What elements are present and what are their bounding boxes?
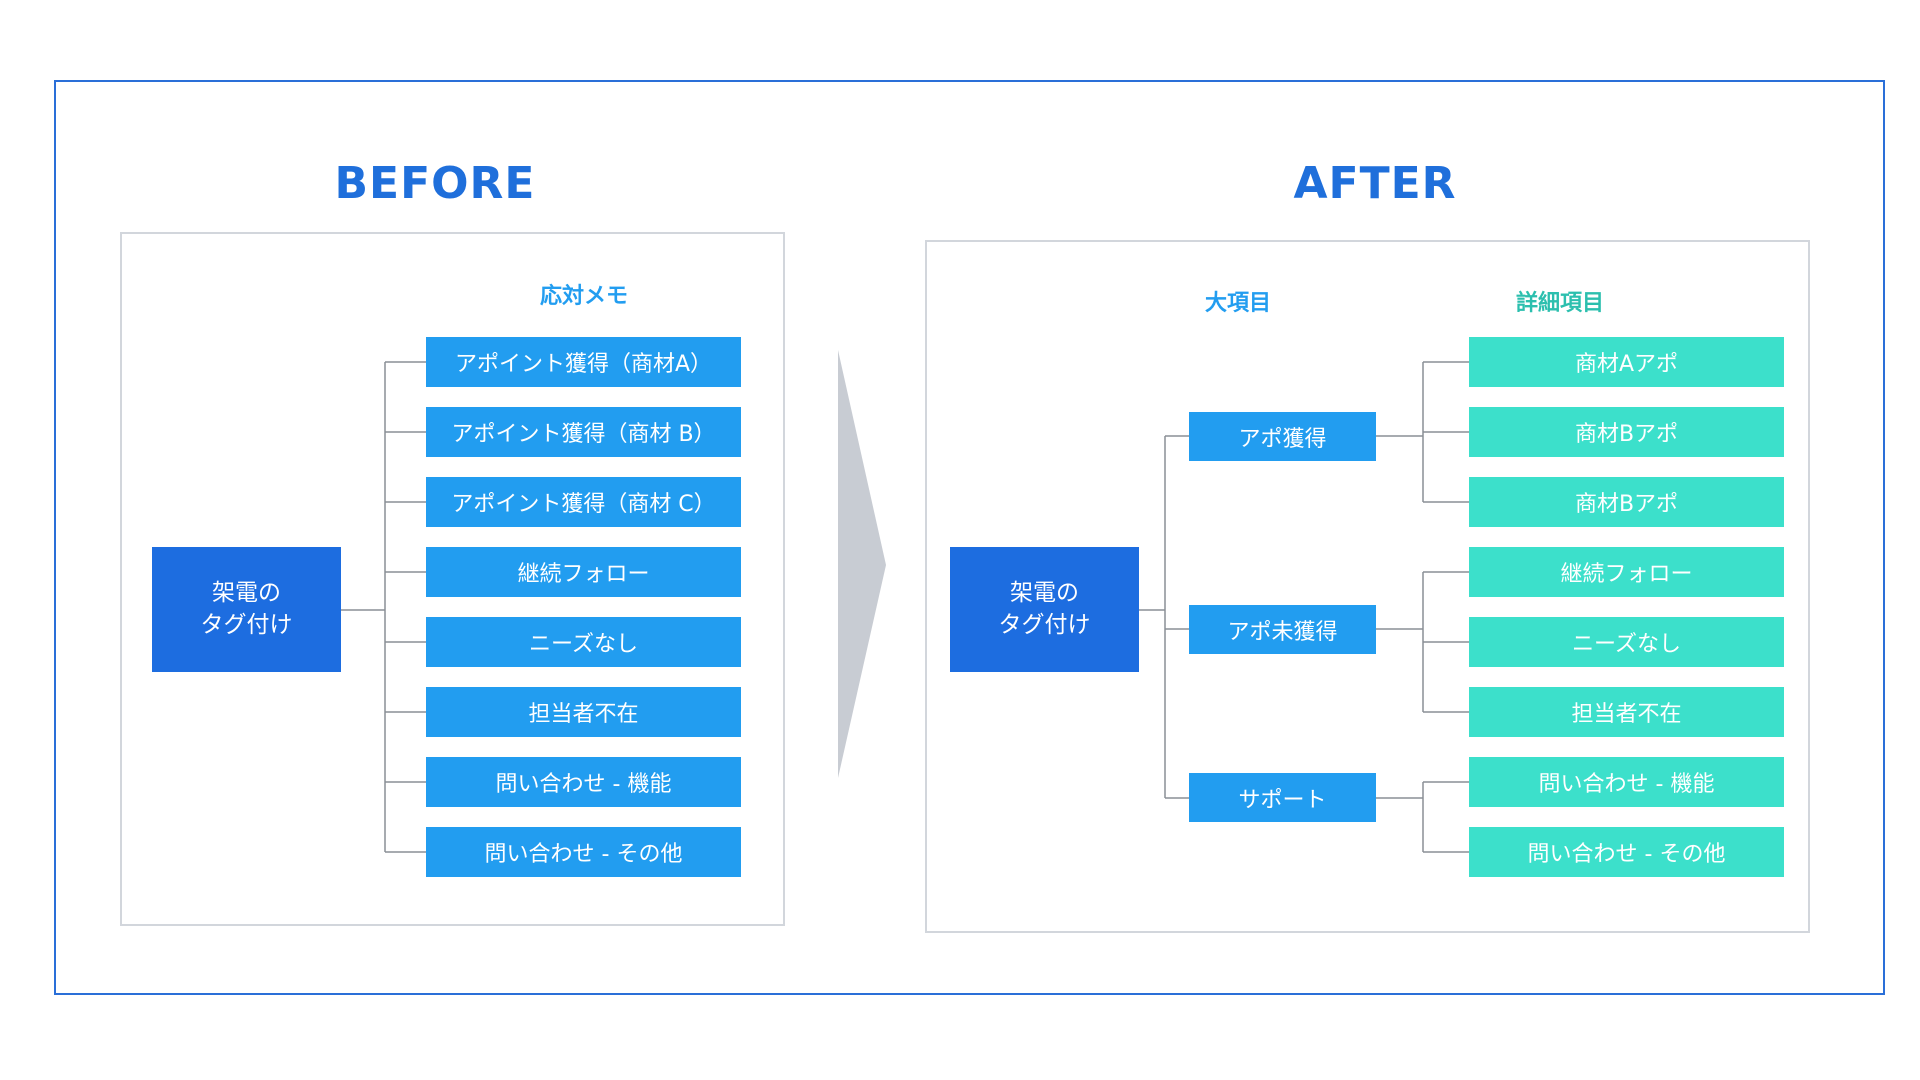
after-detail-5: ニーズなし: [1469, 617, 1784, 667]
after-root-line2: タグ付け: [998, 611, 1091, 638]
before-item-6: 担当者不在: [426, 687, 741, 737]
after-detail-2: 商材Bアポ: [1469, 407, 1784, 457]
before-item-2: アポイント獲得（商材 B）: [426, 407, 741, 457]
before-item-5: ニーズなし: [426, 617, 741, 667]
after-category-3: サポート: [1189, 773, 1376, 822]
before-item-7: 問い合わせ - 機能: [426, 757, 741, 807]
after-detail-4: 継続フォロー: [1469, 547, 1784, 597]
before-item-8: 問い合わせ - その他: [426, 827, 741, 877]
after-column-detail: 詳細項目: [1515, 291, 1604, 316]
before-root-line2: タグ付け: [200, 611, 293, 638]
after-detail-1: 商材Aアポ: [1469, 337, 1784, 387]
after-root-node: 架電の タグ付け: [950, 547, 1139, 672]
after-category-1: アポ獲得: [1189, 412, 1376, 461]
before-item-1: アポイント獲得（商材A）: [426, 337, 741, 387]
before-heading: BEFORE: [334, 158, 536, 209]
after-detail-7: 問い合わせ - 機能: [1469, 757, 1784, 807]
after-detail-6: 担当者不在: [1469, 687, 1784, 737]
before-item-3: アポイント獲得（商材 C）: [426, 477, 741, 527]
before-column-header: 応対メモ: [539, 284, 628, 309]
before-root-node: 架電の タグ付け: [152, 547, 341, 672]
before-item-4: 継続フォロー: [426, 547, 741, 597]
after-root-line1: 架電の: [1010, 580, 1079, 607]
after-heading: AFTER: [1293, 158, 1457, 209]
after-detail-3: 商材Bアポ: [1469, 477, 1784, 527]
outer-frame: [54, 80, 1885, 995]
after-column-major: 大項目: [1204, 291, 1271, 316]
before-root-line1: 架電の: [212, 580, 281, 607]
after-category-2: アポ未獲得: [1189, 605, 1376, 654]
after-detail-8: 問い合わせ - その他: [1469, 827, 1784, 877]
